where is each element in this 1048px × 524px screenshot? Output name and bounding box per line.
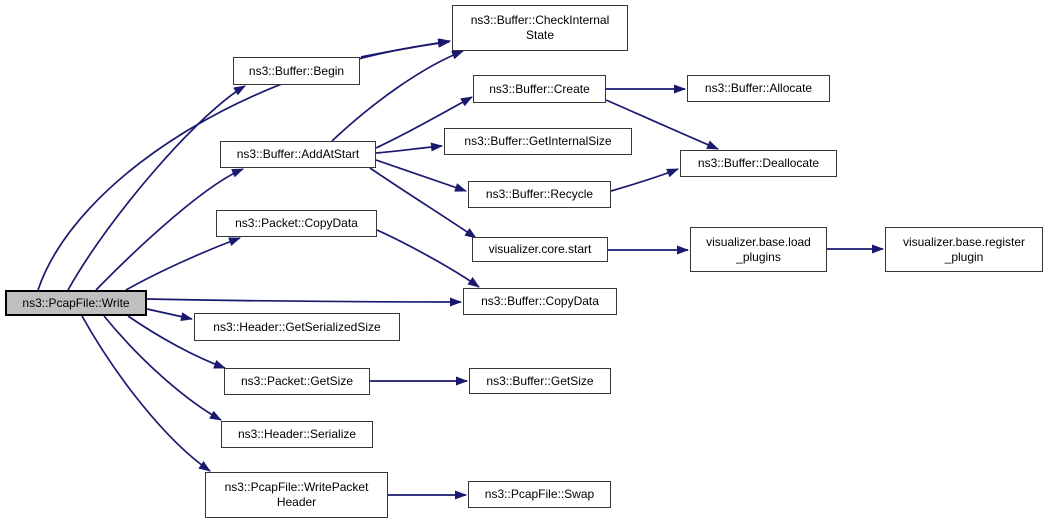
edge-buffer-addatstart--buffer-recycle (375, 159, 467, 192)
edge-pcapfile-write--header-getserializedsize (146, 308, 193, 322)
graph-node-buffer-allocate[interactable]: ns3::Buffer::Allocate (687, 75, 830, 102)
graph-node-packet-copydata[interactable]: ns3::Packet::CopyData (216, 210, 377, 237)
graph-node-visualizer-base-register-plugin[interactable]: visualizer.base.register _plugin (885, 227, 1043, 272)
edge-buffer-recycle--buffer-deallocate (610, 168, 679, 192)
graph-node-buffer-copydata[interactable]: ns3::Buffer::CopyData (463, 288, 617, 315)
graph-node-buffer-begin[interactable]: ns3::Buffer::Begin (233, 57, 360, 85)
edge-buffer-begin--buffer-checkinternalstate (360, 38, 451, 58)
graph-node-visualizer-core-start[interactable]: visualizer.core.start (472, 237, 608, 262)
edge-pcapfile-write--packet-getsize (127, 315, 226, 369)
graph-node-buffer-checkinternalstate[interactable]: ns3::Buffer::CheckInternal State (452, 5, 628, 51)
edge-pcapfile-write--buffer-addatstart (95, 168, 244, 291)
graph-node-packet-getsize[interactable]: ns3::Packet::GetSize (224, 368, 370, 395)
graph-node-buffer-addatstart[interactable]: ns3::Buffer::AddAtStart (220, 141, 376, 168)
graph-node-buffer-deallocate[interactable]: ns3::Buffer::Deallocate (680, 150, 837, 177)
graph-node-pcapfile-swap[interactable]: ns3::PcapFile::Swap (468, 481, 611, 508)
edge-buffer-create--buffer-deallocate (605, 99, 719, 150)
graph-node-pcapfile-write: ns3::PcapFile::Write (5, 290, 147, 316)
edge-buffer-addatstart--visualizer-core-start (369, 167, 477, 239)
graph-node-header-serialize[interactable]: ns3::Header::Serialize (221, 421, 373, 448)
graph-node-buffer-getinternalsize[interactable]: ns3::Buffer::GetInternalSize (444, 128, 632, 155)
edge-pcapfile-write--header-serialize (103, 315, 222, 421)
graph-node-visualizer-base-load-plugins[interactable]: visualizer.base.load _plugins (690, 227, 827, 272)
edge-pcapfile-write--buffer-begin (67, 85, 246, 291)
graph-node-buffer-create[interactable]: ns3::Buffer::Create (473, 75, 606, 103)
edge-packet-copydata--buffer-copydata (376, 229, 480, 288)
edge-buffer-addatstart--buffer-checkinternalstate (331, 50, 464, 142)
edge-pcapfile-write--buffer-copydata (146, 297, 462, 307)
edge-buffer-addatstart--buffer-create (375, 96, 473, 149)
edge-pcapfile-write--pcapfile-writepacketheader (81, 315, 211, 472)
graph-node-buffer-recycle[interactable]: ns3::Buffer::Recycle (468, 181, 611, 208)
graph-node-buffer-getsize[interactable]: ns3::Buffer::GetSize (469, 368, 611, 394)
graph-node-pcapfile-writepacketheader[interactable]: ns3::PcapFile::WritePacket Header (205, 472, 388, 518)
graph-node-header-getserializedsize[interactable]: ns3::Header::GetSerializedSize (194, 313, 400, 341)
edge-pcapfile-write--buffer-checkinternalstate (37, 38, 450, 291)
edge-pcapfile-write--packet-copydata (125, 237, 241, 291)
edge-buffer-addatstart--buffer-getinternalsize (375, 142, 443, 154)
